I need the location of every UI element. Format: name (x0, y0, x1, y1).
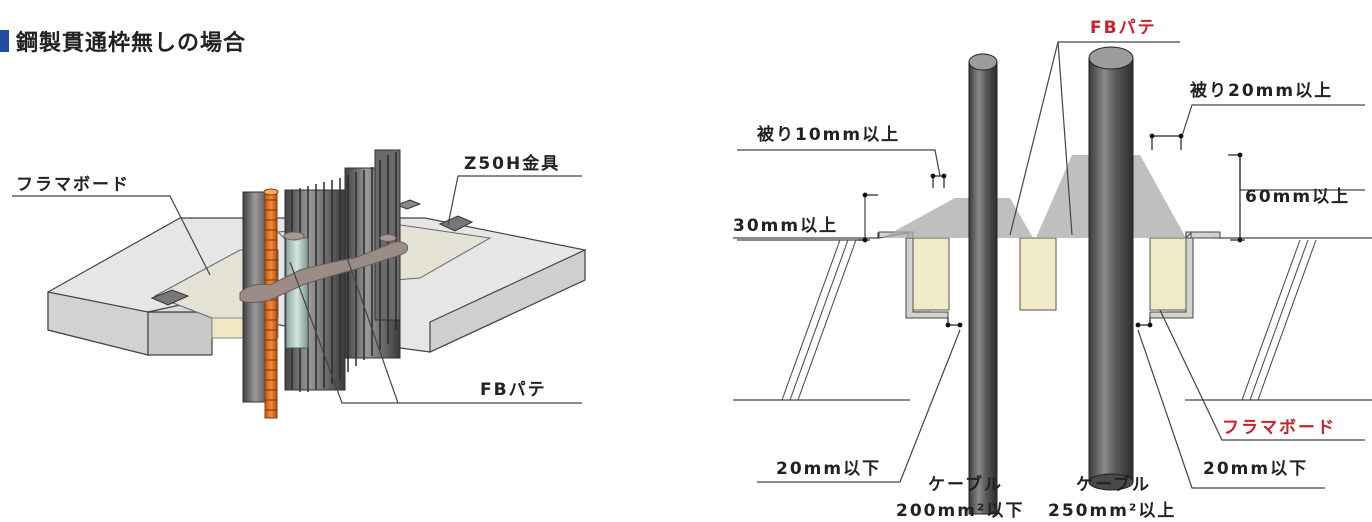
cable-right-size-label: 250mm²以上 (1048, 501, 1176, 521)
heading-marker (0, 30, 9, 52)
section-heading: 鋼製貫通枠無しの場合 (0, 25, 246, 57)
height-30-label: 30mm以上 (733, 216, 838, 236)
cables (968, 46, 1134, 515)
z50h-bracket-label: Z50H金具 (464, 153, 560, 174)
cable-right-label: ケーブル (1076, 474, 1151, 495)
cover-10-label: 被り10mm以上 (757, 124, 900, 145)
right-section-diagram: FBパテ 被り20mm以上 被り10mm以上 30mm以上 60mm以上 フラマ… (733, 18, 1372, 521)
corrugated-pipes (242, 149, 401, 419)
gap-left-label: 20mm以下 (776, 459, 881, 479)
furama-board-blocks (912, 237, 1187, 311)
hatch-lines (781, 239, 1317, 401)
right-leader-lines (737, 41, 1365, 489)
fb-putty-label-right: FBパテ (1090, 18, 1157, 38)
dimension-dots (862, 133, 1243, 328)
fb-putty-fill (882, 155, 1186, 238)
fb-putty-label-left: FBパテ (480, 380, 547, 400)
left-leader-lines (12, 175, 582, 404)
left-isometric-diagram: フラマボード Z50H金具 FBパテ (12, 149, 586, 419)
furama-board-label: フラマボード (16, 175, 130, 195)
height-60-label: 60mm以上 (1245, 187, 1350, 207)
cover-20-label: 被り20mm以上 (1190, 80, 1333, 101)
z50h-brackets (150, 199, 474, 306)
furama-board-label-right: フラマボード (1222, 418, 1336, 438)
cable-left-size-label: 200mm²以下 (896, 501, 1024, 521)
cable-left-label: ケーブル (928, 474, 1003, 495)
heading-text: 鋼製貫通枠無しの場合 (16, 31, 247, 56)
fb-putty-band (239, 231, 409, 303)
gap-right-label: 20mm以下 (1203, 459, 1308, 479)
